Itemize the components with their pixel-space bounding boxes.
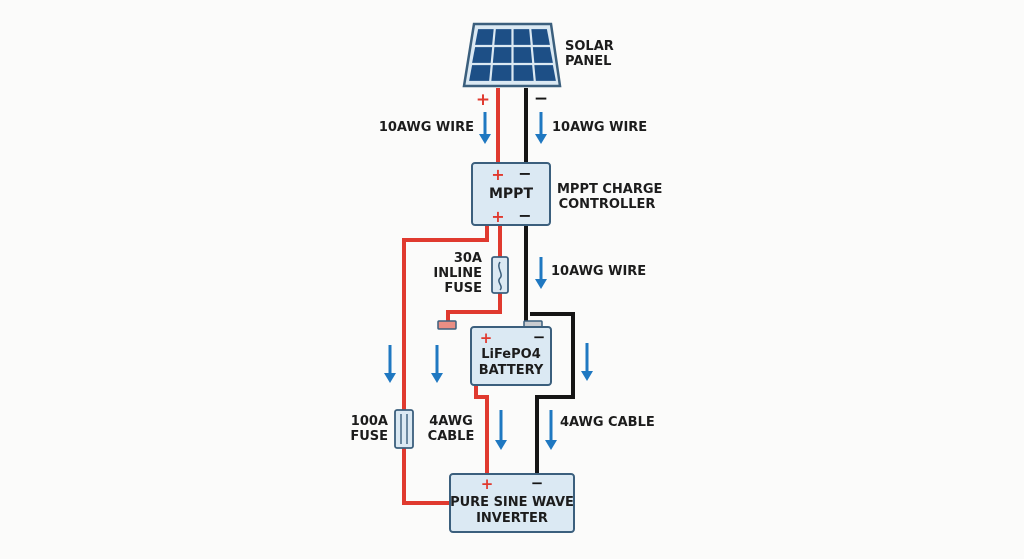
inline-fuse-icon bbox=[491, 256, 509, 294]
wire-main-positive bbox=[402, 226, 489, 411]
battery-icon bbox=[437, 320, 552, 386]
battery-positive-terminal: + bbox=[480, 329, 493, 347]
main-fuse-label: 100A FUSE bbox=[350, 414, 388, 444]
arrow-left-outer bbox=[384, 345, 396, 383]
mppt-negative-wire-label: 10AWG WIRE bbox=[551, 264, 647, 279]
main-fuse-icon bbox=[394, 409, 414, 449]
wire-fuse-to-battery bbox=[446, 292, 502, 325]
inverter-positive-terminal: + bbox=[481, 475, 494, 493]
panel-positive-terminal: + bbox=[476, 90, 490, 110]
arrow-inverter-negative bbox=[545, 410, 557, 450]
wire-fuse-to-inverter bbox=[402, 447, 452, 505]
solar-cell bbox=[469, 65, 491, 81]
mppt-box bbox=[471, 162, 551, 226]
mppt-box-label: MPPT bbox=[488, 186, 533, 202]
solar-cell bbox=[532, 47, 553, 63]
wire-battery-to-inverter-negative bbox=[530, 312, 575, 475]
inverter-negative-terminal: − bbox=[531, 474, 544, 492]
solar-cell bbox=[531, 29, 550, 45]
arrow-right-battery bbox=[581, 343, 593, 381]
arrow-mppt-negative bbox=[535, 257, 547, 289]
solar-cell bbox=[494, 29, 512, 45]
arrow-inverter-positive bbox=[495, 410, 507, 450]
solar-cell bbox=[475, 29, 494, 45]
mppt-input-negative-terminal: − bbox=[518, 164, 531, 183]
arrow-panel-positive bbox=[479, 112, 491, 144]
inline-fuse-label: 30A INLINE FUSE bbox=[433, 251, 482, 296]
inverter-label: PURE SINE WAVE INVERTER bbox=[450, 495, 574, 526]
solar-cell bbox=[492, 47, 512, 63]
panel-negative-wire-label: 10AWG WIRE bbox=[552, 120, 648, 135]
solar-cell bbox=[513, 29, 531, 45]
mppt-output-positive-terminal: + bbox=[491, 207, 504, 226]
solar-cell bbox=[491, 65, 512, 81]
mppt-input-positive-terminal: + bbox=[491, 165, 504, 184]
battery-negative-terminal: − bbox=[533, 328, 546, 346]
solar-panel-label: SOLAR PANEL bbox=[565, 39, 614, 69]
arrow-panel-negative bbox=[535, 112, 547, 144]
solar-cell bbox=[534, 65, 556, 81]
arrow-left-inner bbox=[431, 345, 443, 383]
solar-panel-icon bbox=[462, 22, 562, 88]
solar-cell bbox=[472, 47, 493, 63]
mppt-output-negative-terminal: − bbox=[518, 206, 531, 225]
panel-positive-wire-label: 10AWG WIRE bbox=[378, 120, 474, 135]
battery-negative-cable-label: 4AWG CABLE bbox=[560, 415, 655, 430]
mppt-charge-controller-label: MPPT CHARGE CONTROLLER bbox=[557, 182, 663, 212]
solar-cell bbox=[513, 65, 534, 81]
wire-battery-to-inverter-positive bbox=[474, 385, 489, 475]
inverter-box bbox=[449, 473, 575, 533]
battery-label: LiFePO4 BATTERY bbox=[478, 347, 544, 378]
solar-cell bbox=[513, 47, 533, 63]
battery-positive-cable-label: 4AWG CABLE bbox=[427, 414, 475, 444]
panel-negative-terminal: − bbox=[534, 89, 548, 109]
